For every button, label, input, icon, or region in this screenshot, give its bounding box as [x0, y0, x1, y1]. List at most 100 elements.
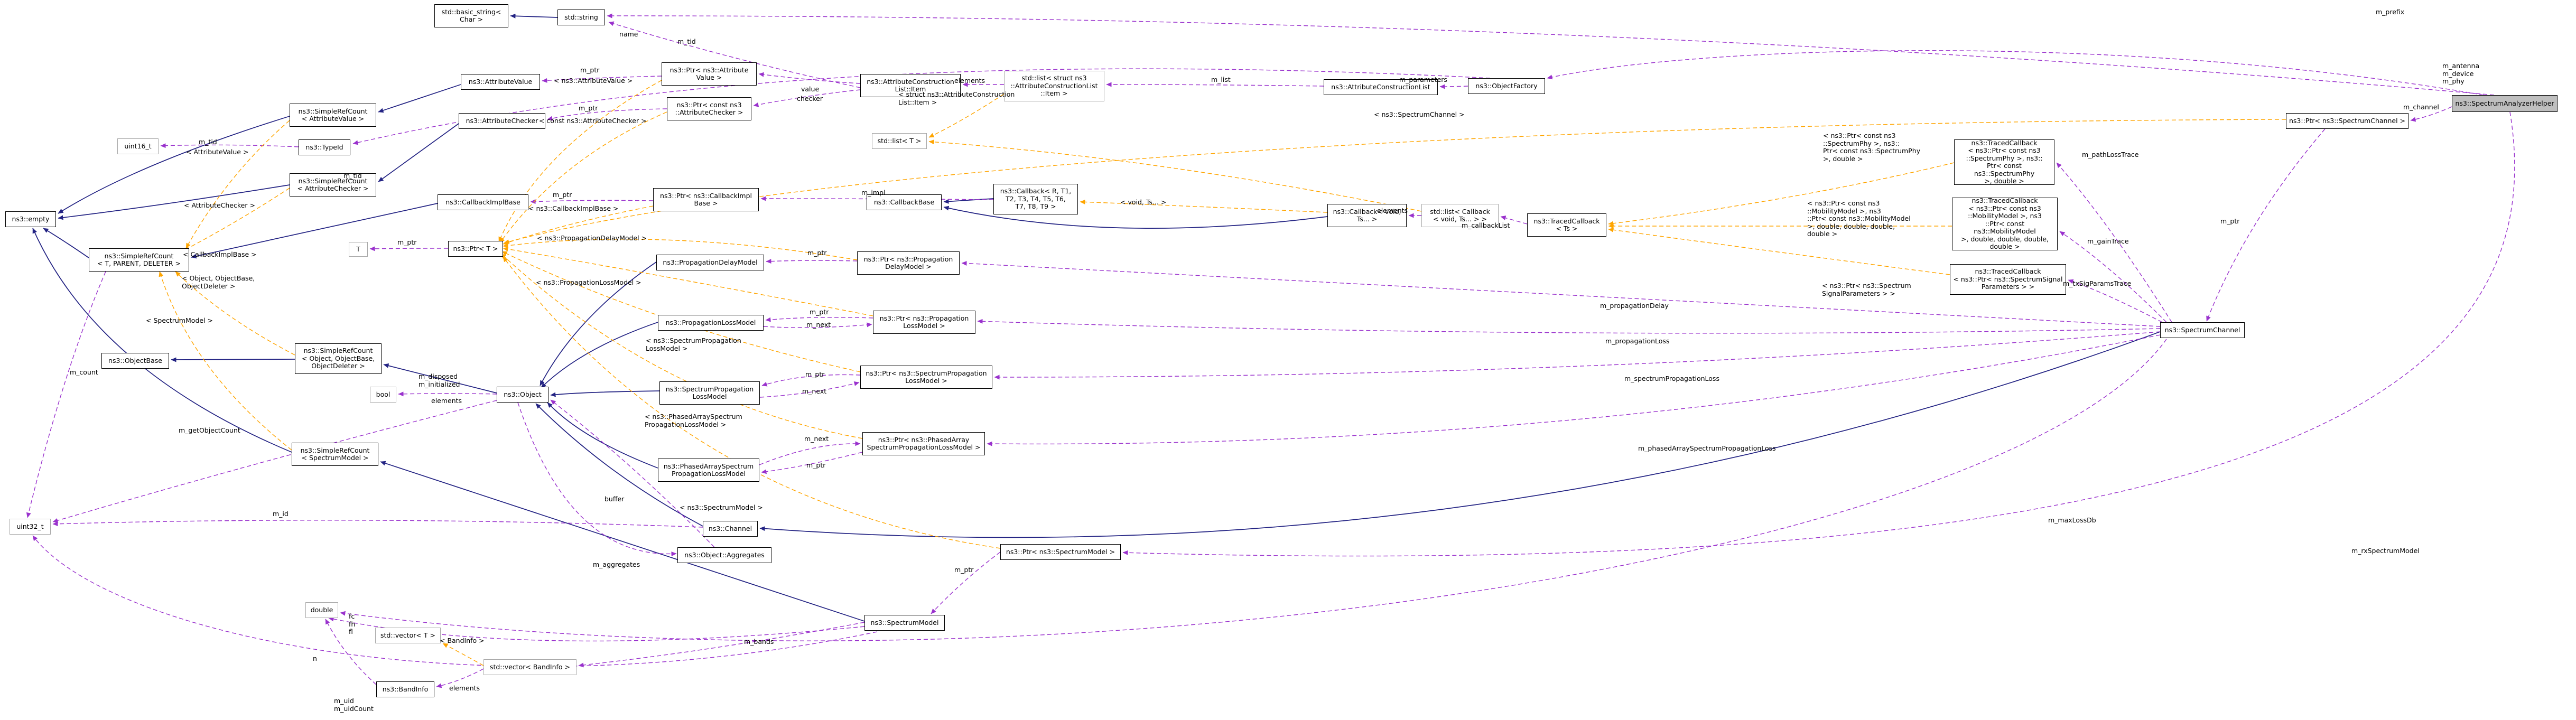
class-node-vector-t[interactable]: std::vector< T >	[375, 628, 441, 643]
class-node-ptr-propagation-loss-model[interactable]: ns3::Ptr< ns3::Propagation LossModel >	[873, 311, 975, 334]
inheritance-edge	[540, 261, 657, 386]
member-edge	[977, 319, 2161, 334]
class-node-propagation-loss-model[interactable]: ns3::PropagationLossModel	[658, 315, 764, 331]
member-edge	[530, 199, 654, 204]
class-node-object-aggregates[interactable]: ns3::Object::Aggregates	[677, 547, 771, 563]
member-edge	[26, 271, 106, 518]
class-node-attribute-checker[interactable]: ns3::AttributeChecker	[459, 113, 545, 129]
class-node-double[interactable]: double	[305, 602, 338, 618]
template-edge	[503, 256, 1001, 549]
class-node-std-list-callback[interactable]: std::list< Callback < void, Ts... > >	[1421, 204, 1499, 227]
inheritance-edge	[58, 116, 290, 214]
template-edge	[503, 205, 654, 245]
class-node-traced-cb-sigparams[interactable]: ns3::TracedCallback < ns3::Ptr< ns3::Spe…	[1950, 264, 2066, 295]
member-edge	[607, 13, 2495, 96]
class-node-ptr-spectrum-channel[interactable]: ns3::Ptr< ns3::SpectrumChannel >	[2286, 113, 2408, 129]
inheritance-edge	[171, 357, 295, 362]
class-node-vector-bandinfo[interactable]: std::vector< BandInfo >	[483, 659, 576, 675]
class-node-src-attribute-value[interactable]: ns3::SimpleRefCount < AttributeValue >	[290, 104, 376, 127]
class-node-phased-array-loss-model[interactable]: ns3::PhasedArraySpectrum PropagationLoss…	[658, 459, 759, 482]
member-edge	[2410, 106, 2452, 122]
template-edge	[500, 253, 863, 439]
class-node-callback-void[interactable]: ns3::Callback< void, Ts... >	[1327, 204, 1407, 227]
template-edge	[503, 247, 873, 316]
class-node-ptr-t[interactable]: ns3::Ptr< T >	[448, 241, 503, 257]
class-node-callback-base[interactable]: ns3::CallbackBase	[867, 194, 942, 210]
member-edge	[758, 72, 861, 84]
member-edge	[987, 334, 2161, 446]
member-edge	[2206, 128, 2326, 322]
class-node-basic-string[interactable]: std::basic_string< Char >	[434, 4, 508, 27]
class-node-ptr-attribute-value[interactable]: ns3::Ptr< ns3::Attribute Value >	[662, 62, 757, 86]
class-node-std-list-item[interactable]: std::list< struct ns3 ::AttributeConstru…	[1004, 71, 1104, 101]
class-node-uint16[interactable]: uint16_t	[117, 138, 159, 154]
member-edge	[608, 21, 861, 88]
member-edge	[2056, 162, 2172, 323]
inheritance-edge	[383, 363, 497, 394]
class-node-spectrum-propagation-loss-model[interactable]: ns3::SpectrumPropagation LossModel	[659, 381, 760, 405]
class-node-attribute-value[interactable]: ns3::AttributeValue	[461, 74, 540, 90]
class-node-ptr-const-attribute-checker[interactable]: ns3::Ptr< const ns3 ::AttributeChecker >	[667, 97, 751, 120]
member-edge	[2059, 231, 2167, 323]
class-node-t-param[interactable]: T	[349, 242, 368, 257]
inheritance-edge	[943, 198, 994, 204]
class-node-bandinfo[interactable]: ns3::BandInfo	[376, 681, 434, 697]
template-edge	[928, 93, 1005, 138]
member-edge	[52, 400, 497, 523]
template-edge	[1080, 199, 1328, 213]
member-edge	[961, 261, 2161, 327]
class-node-channel[interactable]: ns3::Channel	[703, 521, 758, 537]
class-node-src-tpd[interactable]: ns3::SimpleRefCount < T, PARENT, DELETER…	[89, 248, 189, 272]
class-node-object-factory[interactable]: ns3::ObjectFactory	[1468, 78, 1545, 94]
class-node-traced-cb-mobility[interactable]: ns3::TracedCallback < ns3::Ptr< const ns…	[1952, 197, 2058, 250]
inheritance-edge	[191, 203, 438, 259]
inheritance-edge	[378, 123, 459, 182]
class-node-ptr-phased-array-loss-model[interactable]: ns3::Ptr< ns3::PhasedArray SpectrumPropa…	[862, 432, 985, 455]
class-node-uint32[interactable]: uint32_t	[10, 519, 51, 535]
template-edge	[159, 271, 292, 451]
class-node-spectrum-model[interactable]: ns3::SpectrumModel	[864, 615, 945, 631]
class-node-src-attribute-checker[interactable]: ns3::SimpleRefCount < AttributeChecker >	[290, 173, 376, 197]
member-edge	[325, 619, 377, 685]
member-edge	[994, 331, 2161, 380]
template-edge	[185, 120, 290, 249]
member-edge	[753, 89, 861, 107]
class-node-ptr-spectrum-model[interactable]: ns3::Ptr< ns3::SpectrumModel >	[1000, 544, 1121, 560]
template-edge	[442, 643, 484, 666]
class-node-src-spectrum-model[interactable]: ns3::SimpleRefCount < SpectrumModel >	[292, 443, 378, 466]
class-node-ptr-callback-impl-base[interactable]: ns3::Ptr< ns3::CallbackImpl Base >	[653, 188, 759, 211]
class-node-traced-cb-spectrumphy[interactable]: ns3::TracedCallback < ns3::Ptr< const ns…	[1954, 139, 2054, 185]
class-node-acl[interactable]: ns3::AttributeConstructionList	[1324, 79, 1438, 95]
inheritance-edge	[380, 461, 865, 622]
member-edge	[763, 322, 872, 328]
class-node-spectrum-analyzer-helper[interactable]: ns3::SpectrumAnalyzerHelper	[2452, 95, 2558, 112]
template-edge	[501, 251, 861, 372]
class-node-object[interactable]: ns3::Object	[497, 387, 548, 403]
member-edge	[1106, 82, 1324, 87]
class-node-callback-impl-base[interactable]: ns3::CallbackImplBase	[438, 194, 528, 210]
template-edge	[503, 239, 858, 260]
member-edge	[52, 520, 703, 528]
class-node-ptr-propagation-delay-model[interactable]: ns3::Ptr< ns3::Propagation DelayModel >	[857, 251, 960, 275]
template-edge	[1608, 162, 1955, 226]
class-node-object-base[interactable]: ns3::ObjectBase	[101, 353, 169, 369]
class-node-src-object[interactable]: ns3::SimpleRefCount < Object, ObjectBase…	[295, 343, 382, 374]
member-edge	[340, 339, 2167, 641]
class-node-ptr-spectrum-propagation-loss-model[interactable]: ns3::Ptr< ns3::SpectrumPropagation LossM…	[860, 366, 992, 389]
member-edge	[761, 374, 861, 387]
member-edge	[369, 246, 449, 251]
member-edge	[1500, 216, 1528, 225]
member-edge	[1439, 84, 1468, 89]
class-node-bool[interactable]: bool	[370, 387, 396, 403]
class-node-std-list-t[interactable]: std::list< T >	[872, 133, 927, 149]
class-node-std-string[interactable]: std::string	[557, 10, 605, 25]
class-node-empty[interactable]: ns3::empty	[5, 211, 56, 227]
class-node-traced-callback[interactable]: ns3::TracedCallback < Ts >	[1527, 213, 1606, 237]
class-node-typeid[interactable]: ns3::TypeId	[299, 139, 350, 155]
class-node-acl-item[interactable]: ns3::AttributeConstruction List::Item	[860, 74, 961, 97]
class-node-propagation-delay-model[interactable]: ns3::PropagationDelayModel	[656, 255, 764, 270]
member-edge	[2068, 279, 2163, 323]
template-edge	[175, 271, 295, 356]
class-node-callback-r[interactable]: ns3::Callback< R, T1, T2, T3, T4, T5, T6…	[993, 184, 1078, 214]
class-node-spectrum-channel[interactable]: ns3::SpectrumChannel	[2160, 322, 2245, 338]
